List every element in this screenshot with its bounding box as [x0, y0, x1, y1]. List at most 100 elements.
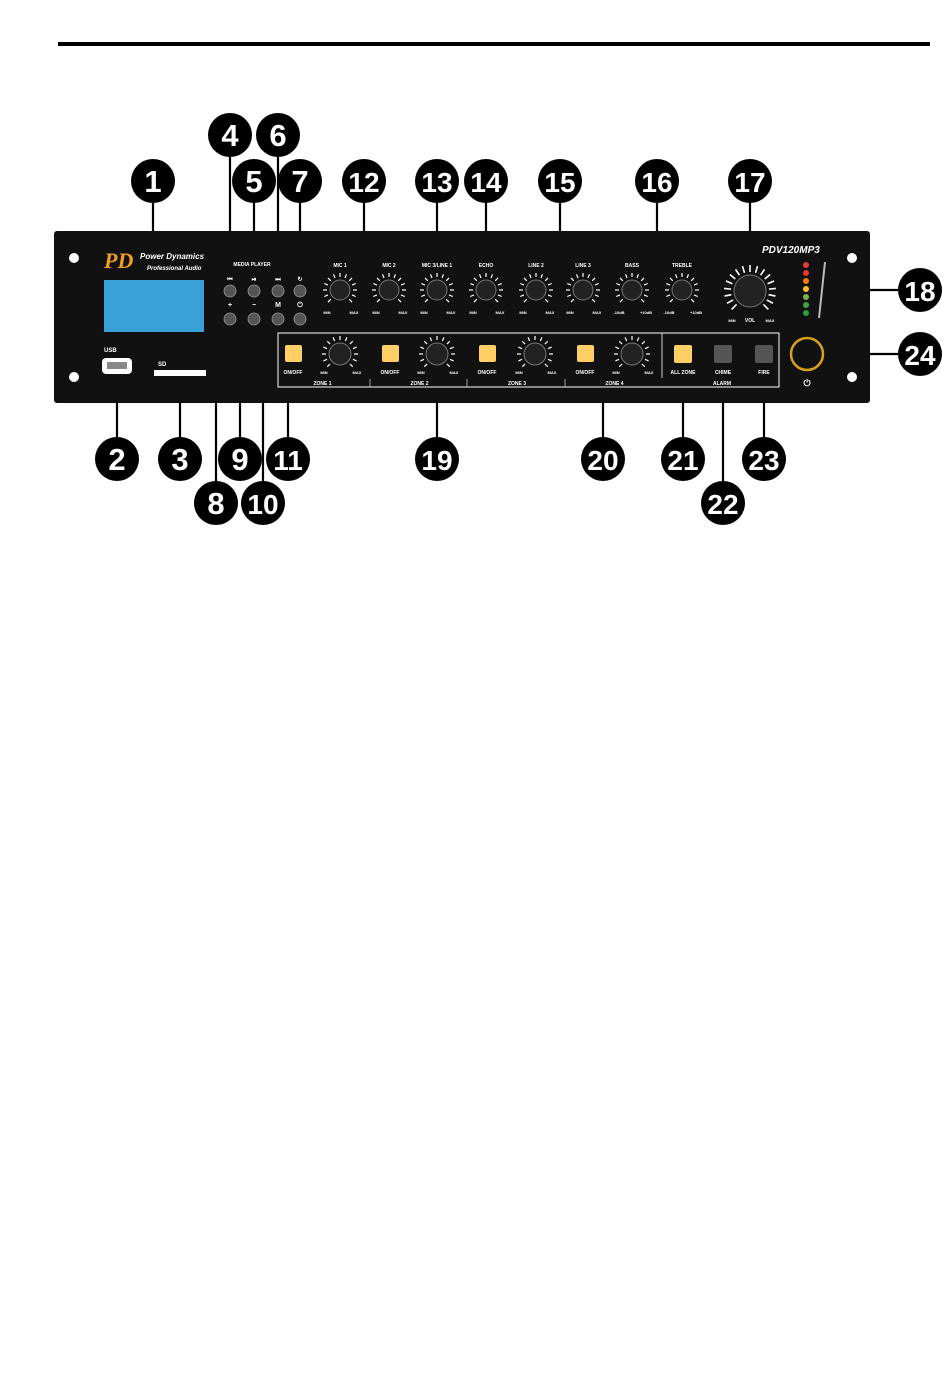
knob-tick [327, 298, 332, 303]
knob-tick [429, 337, 433, 342]
knob-tick [591, 277, 596, 282]
knob-tick [420, 358, 425, 362]
knob-max-label: MAX [350, 310, 359, 315]
knob-tick [768, 293, 776, 297]
zone-volume-knob [517, 336, 553, 368]
zone-knob-max-label: MAX [645, 370, 654, 375]
knob-max-label: +10dB [690, 310, 702, 315]
input-knob [469, 273, 503, 303]
level-led [803, 278, 809, 284]
next-icon: ⏭ [275, 277, 281, 283]
callout-number: 1 [144, 164, 161, 199]
player-prev-button [223, 284, 237, 298]
knob-tick [326, 363, 331, 368]
input-knob [323, 273, 357, 303]
knob-tick [547, 346, 552, 350]
knob-cap [425, 342, 449, 366]
callout-circle [158, 437, 202, 481]
knob-min-label: MIN [323, 310, 330, 315]
knob-cap [378, 279, 400, 301]
knob-tick [497, 282, 502, 286]
knob-tick [376, 298, 381, 303]
callout-circle [635, 159, 679, 203]
player-repeat-button [293, 284, 307, 298]
zone-knob-max-label: MAX [450, 370, 459, 375]
callout-number: 8 [207, 486, 224, 521]
player-function-button [223, 312, 237, 326]
callout-circle [661, 437, 705, 481]
knob-tick [686, 274, 690, 279]
sd-label: SD [158, 362, 167, 368]
player-function-button [293, 312, 307, 326]
callout-circle [208, 113, 252, 157]
knob-cap [475, 279, 497, 301]
knob-tick [332, 274, 336, 279]
knob-tick [544, 363, 549, 368]
knob-tick [575, 274, 579, 279]
panel-body [54, 231, 870, 403]
zone-on-off-button [577, 345, 594, 362]
callout-circle [278, 159, 322, 203]
callout-number: 9 [231, 442, 248, 477]
vol-min-label: MIN [728, 318, 735, 323]
knob-tick [473, 298, 478, 303]
knob-tick [497, 294, 502, 298]
zone-label: ZONE 2 [410, 381, 428, 387]
master-volume-knob [724, 265, 776, 310]
callout-circle [415, 437, 459, 481]
knob-cap [523, 342, 547, 366]
knob-tick [669, 298, 674, 303]
knob-tick [351, 294, 356, 298]
knob-tick [669, 277, 674, 282]
callout-number: 18 [904, 276, 935, 307]
knob-min-label: MIN [469, 310, 476, 315]
knob-tick [494, 277, 499, 282]
knob-tick [640, 298, 645, 303]
vol-max-label: MAX [766, 318, 775, 323]
knob-tick [641, 340, 646, 345]
knob-tick [324, 282, 329, 286]
lcd-display [104, 280, 204, 332]
knob-min-label: -10dB [663, 310, 674, 315]
knob-tick [397, 298, 402, 303]
knob-tick [445, 298, 450, 303]
knob-tick [397, 277, 402, 282]
callout-number: 11 [273, 445, 303, 476]
rack-mount-hole [69, 253, 79, 263]
knob-tick [521, 340, 526, 345]
callout-number: 5 [245, 164, 262, 199]
knob-min-label: -10dB [613, 310, 624, 315]
knob-label: TREBLE [672, 263, 693, 269]
zone-knob-min-label: MIN [612, 370, 619, 375]
knob-tick [547, 358, 552, 362]
knob-tick [690, 298, 695, 303]
callout-circle [898, 332, 942, 376]
knob-tick [348, 298, 353, 303]
knob-tick [644, 346, 649, 350]
player-button-label: ⏻ [297, 301, 303, 309]
knob-tick [424, 298, 429, 303]
knob-tick [640, 277, 645, 282]
knob-tick [618, 363, 623, 368]
knob-cap [525, 279, 547, 301]
knob-cap [620, 342, 644, 366]
knob-label: LINE 2 [528, 263, 544, 269]
knob-tick [690, 277, 695, 282]
knob-tick [373, 282, 378, 286]
knob-tick [766, 299, 774, 304]
knob-cap [328, 342, 352, 366]
knob-min-label: MIN [372, 310, 379, 315]
knob-tick [490, 274, 494, 279]
alarm-button [755, 345, 773, 363]
level-led [803, 262, 809, 268]
callout-circle [95, 437, 139, 481]
brand-logo-mark: PD [103, 248, 133, 273]
knob-tick [666, 282, 671, 286]
repeat-icon: ↻ [297, 276, 302, 283]
zone-label: ZONE 3 [508, 381, 526, 387]
player-play-pause-button [247, 284, 261, 298]
knob-tick [693, 282, 698, 286]
player-button-label: + [228, 302, 232, 309]
callout-circle [131, 159, 175, 203]
